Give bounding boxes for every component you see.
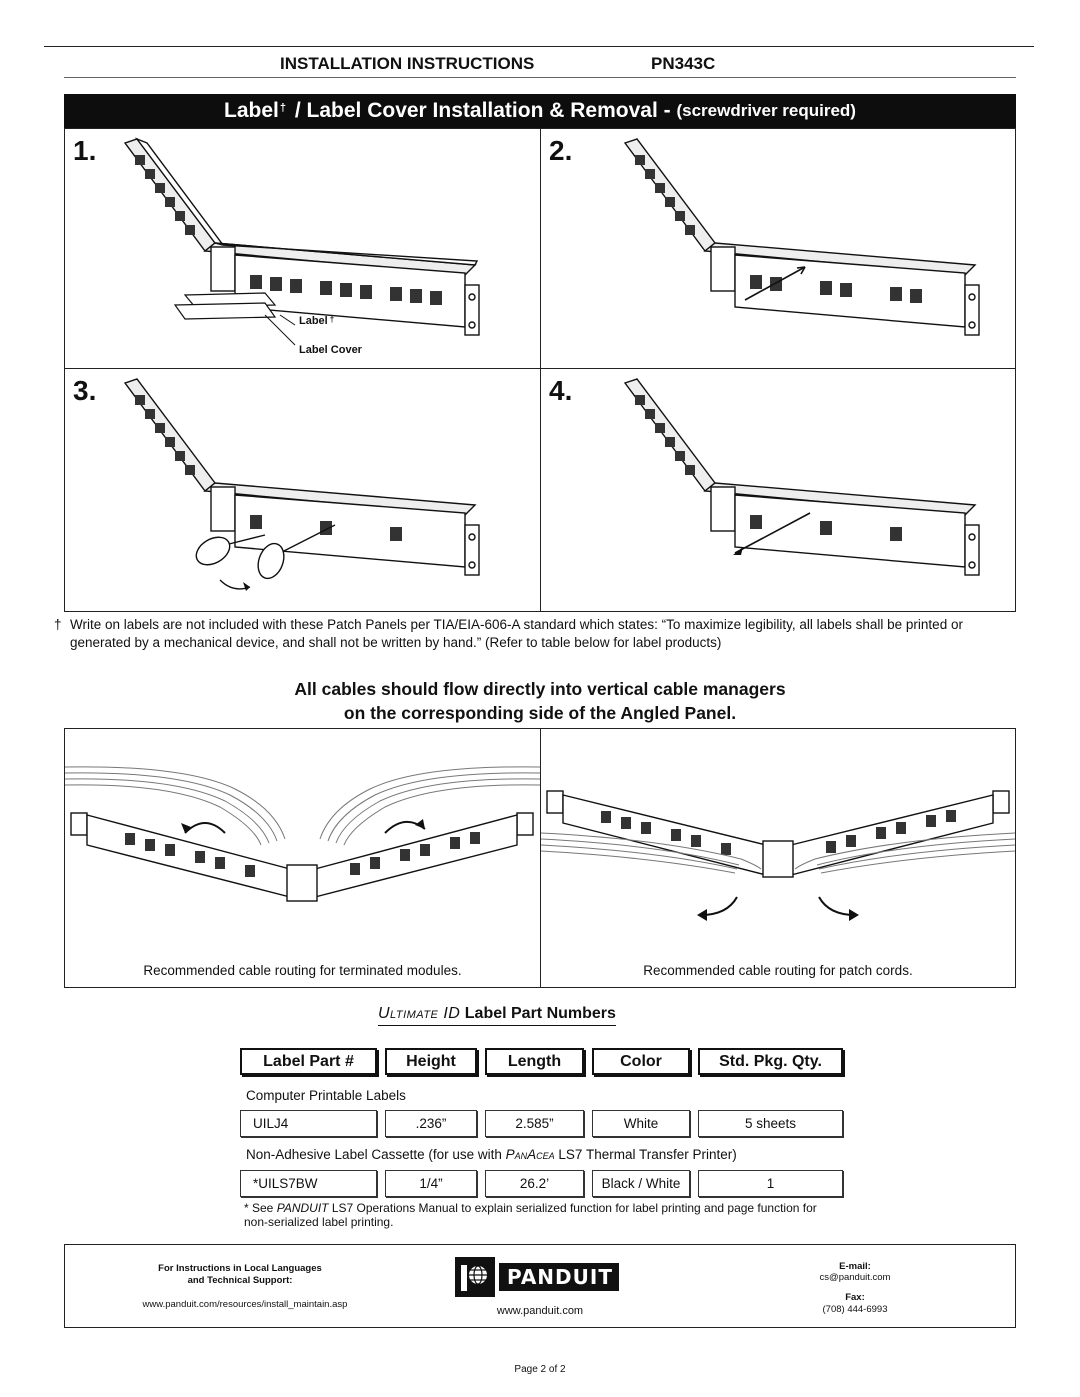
note-brand: PANDUIT <box>276 1201 329 1215</box>
banner-note: (screwdriver required) <box>676 101 856 120</box>
part-number: PN343C <box>651 54 716 73</box>
ultimate-id-brand: Ultimate ID <box>378 1005 461 1022</box>
support-url[interactable]: www.panduit.com/resources/install_mainta… <box>142 1299 348 1310</box>
email-label: E-mail: <box>839 1261 871 1272</box>
row1-height: .236” <box>385 1110 477 1137</box>
step-1-illustration <box>123 137 480 346</box>
note-post: LS7 Operations Manual to explain seriali… <box>244 1201 817 1229</box>
row2-height: 1/4” <box>385 1170 477 1197</box>
section2-pre: Non-Adhesive Label Cassette (for use wit… <box>246 1147 506 1162</box>
header-length: Length <box>485 1048 584 1075</box>
page-number: Page 2 of 2 <box>514 1364 566 1375</box>
label-footnote: † Write on labels are not included with … <box>54 616 1014 652</box>
patch-cords-illustration <box>541 790 1015 921</box>
step-4-number: 4. <box>549 375 573 406</box>
part-numbers-title: Ultimate ID Label Part Numbers <box>378 1005 616 1026</box>
part-numbers-title-text: Label Part Numbers <box>460 1005 616 1022</box>
callout-label-cover: Label Cover <box>299 344 362 356</box>
footer-box: For Instructions in Local Languages and … <box>64 1244 1016 1328</box>
flow-heading-line-1: All cables should flow directly into ver… <box>294 679 786 699</box>
footnote-text: Write on labels are not included with th… <box>70 617 963 650</box>
panduit-logo-mark <box>455 1257 619 1297</box>
note-pre: * See <box>244 1201 277 1215</box>
routing-caption-modules: Recommended cable routing for terminated… <box>143 963 462 978</box>
steps-grid: 1. 2. 3. 4. Label† L <box>64 128 1016 612</box>
panacea-brand: PanAcea <box>505 1147 555 1162</box>
footnote-symbol: † <box>54 617 62 632</box>
section2-post: LS7 Thermal Transfer Printer) <box>554 1147 737 1162</box>
row2-part: *UILS7BW <box>240 1170 377 1197</box>
fax-number: (708) 444-6993 <box>822 1304 888 1315</box>
step-4-illustration <box>623 378 980 576</box>
routing-caption-patch-cords: Recommended cable routing for patch cord… <box>643 963 913 978</box>
step-3-number: 3. <box>73 375 97 406</box>
serialized-note: * See PANDUIT LS7 Operations Manual to e… <box>244 1201 844 1229</box>
document-title: INSTALLATION INSTRUCTIONS <box>280 54 535 73</box>
step-3-illustration <box>123 378 480 591</box>
routing-divider <box>540 729 541 987</box>
grid-divider-vertical <box>540 129 541 611</box>
grid-divider-horizontal <box>65 368 1015 369</box>
cable-routing-box: Recommended cable routing for terminated… <box>64 728 1016 988</box>
top-rule <box>44 46 1034 47</box>
flow-heading-line-2: on the corresponding side of the Angled … <box>343 703 737 723</box>
section-banner: Label† / Label Cover Installation & Remo… <box>64 94 1016 128</box>
banner-title: / Label Cover Installation & Removal - <box>289 99 677 122</box>
callout-label-text: Label <box>299 315 328 327</box>
terminated-modules-illustration <box>65 766 540 902</box>
row1-qty: 5 sheets <box>698 1110 843 1137</box>
step-2-number: 2. <box>549 135 573 166</box>
header-std-pkg-qty: Std. Pkg. Qty. <box>698 1048 843 1075</box>
banner-dagger: † <box>279 102 287 114</box>
callout-label: Label† <box>299 315 334 327</box>
support-line-1: For Instructions in Local Languages <box>158 1263 322 1274</box>
row2-length: 26.2’ <box>485 1170 584 1197</box>
logo-wordmark: PANDUIT <box>507 1265 613 1289</box>
row2-color: Black / White <box>592 1170 690 1197</box>
callout-label-dagger: † <box>329 315 335 324</box>
header-height: Height <box>385 1048 477 1075</box>
fax-label: Fax: <box>845 1292 865 1303</box>
step-1-number: 1. <box>73 135 97 166</box>
support-line-2: and Technical Support: <box>187 1275 293 1286</box>
email-address[interactable]: cs@panduit.com <box>819 1272 891 1283</box>
panduit-logo: PANDUIT <box>455 1257 619 1297</box>
footer-website[interactable]: www.panduit.com <box>496 1305 584 1317</box>
row1-color: White <box>592 1110 690 1137</box>
row2-qty: 1 <box>698 1170 843 1197</box>
row1-length: 2.585” <box>485 1110 584 1137</box>
header-color: Color <box>592 1048 690 1075</box>
section-computer-printable: Computer Printable Labels <box>246 1088 406 1103</box>
header-rule <box>64 77 1016 78</box>
banner-label: Label <box>224 99 279 122</box>
row1-part: UILJ4 <box>240 1110 377 1137</box>
step-2-illustration <box>623 138 980 336</box>
section-label-cassette: Non-Adhesive Label Cassette (for use wit… <box>246 1147 737 1162</box>
header-label-part: Label Part # <box>240 1048 377 1075</box>
